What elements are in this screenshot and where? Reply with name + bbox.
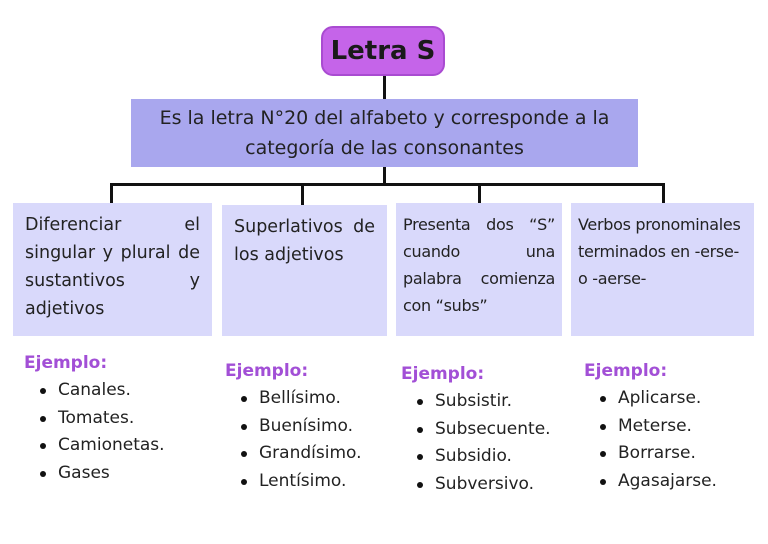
list-item: Subsecuente. xyxy=(401,416,571,444)
connector-drop-3 xyxy=(478,183,481,203)
examples-3: Ejemplo: Subsistir. Subsecuente. Subsidi… xyxy=(401,364,571,498)
category-box-1: Diferenciar el singular y plural de sust… xyxy=(13,203,212,336)
examples-4: Ejemplo: Aplicarse. Meterse. Borrarse. A… xyxy=(584,361,759,495)
list-item: Lentísimo. xyxy=(225,468,395,496)
list-item: Bellísimo. xyxy=(225,385,395,413)
list-item: Subversivo. xyxy=(401,471,571,499)
list-item: Camionetas. xyxy=(24,432,214,460)
title-text: Letra S xyxy=(330,36,436,66)
list-item: Agasajarse. xyxy=(584,468,759,496)
title-box: Letra S xyxy=(321,26,445,76)
example-list: Subsistir. Subsecuente. Subsidio. Subver… xyxy=(401,388,571,498)
examples-2: Ejemplo: Bellísimo. Buenísimo. Grandísim… xyxy=(225,361,395,495)
example-label: Ejemplo: xyxy=(401,364,485,384)
example-label: Ejemplo: xyxy=(584,361,668,381)
examples-1: Ejemplo: Canales. Tomates. Camionetas. G… xyxy=(24,353,214,487)
example-list: Bellísimo. Buenísimo. Grandísimo. Lentís… xyxy=(225,385,395,495)
list-item: Subsistir. xyxy=(401,388,571,416)
example-list: Canales. Tomates. Camionetas. Gases xyxy=(24,377,214,487)
connector-definition-bus xyxy=(383,167,386,184)
list-item: Buenísimo. xyxy=(225,413,395,441)
definition-text: Es la letra N°20 del alfabeto y correspo… xyxy=(159,107,610,159)
category-text: Diferenciar el singular y plural de sust… xyxy=(25,215,200,319)
category-box-4: Verbos pronominales terminados en -erse-… xyxy=(571,203,754,336)
category-box-2: Superlativos de los adjetivos xyxy=(222,205,387,336)
category-box-3: Presenta dos “S” cuando una palabra comi… xyxy=(396,203,562,336)
list-item: Grandísimo. xyxy=(225,440,395,468)
list-item: Meterse. xyxy=(584,413,759,441)
list-item: Canales. xyxy=(24,377,214,405)
list-item: Tomates. xyxy=(24,405,214,433)
example-label: Ejemplo: xyxy=(225,361,309,381)
list-item: Borrarse. xyxy=(584,440,759,468)
connector-drop-4 xyxy=(662,183,665,203)
definition-box: Es la letra N°20 del alfabeto y correspo… xyxy=(131,99,638,167)
example-label: Ejemplo: xyxy=(24,353,108,373)
category-text: Superlativos de los adjetivos xyxy=(234,217,375,265)
list-item: Gases xyxy=(24,460,214,488)
connector-bus xyxy=(110,183,665,186)
list-item: Aplicarse. xyxy=(584,385,759,413)
example-list: Aplicarse. Meterse. Borrarse. Agasajarse… xyxy=(584,385,759,495)
list-item: Subsidio. xyxy=(401,443,571,471)
connector-title-definition xyxy=(383,76,386,99)
category-text: Verbos pronominales terminados en -erse-… xyxy=(578,215,741,288)
connector-drop-2 xyxy=(301,183,304,205)
connector-drop-1 xyxy=(110,183,113,203)
category-text: Presenta dos “S” cuando una palabra comi… xyxy=(403,215,555,315)
